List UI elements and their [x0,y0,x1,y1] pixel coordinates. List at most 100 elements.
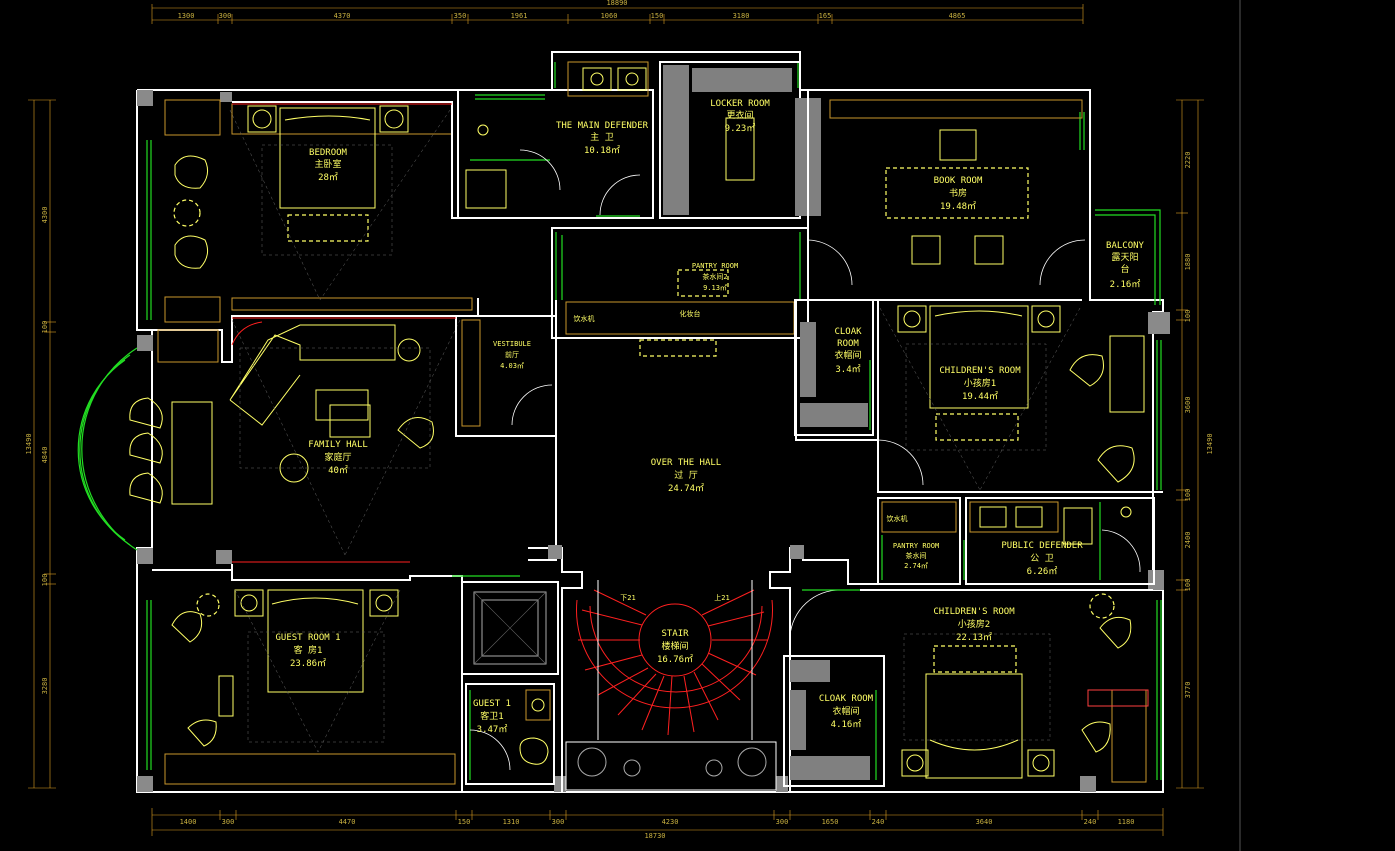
main-defender-area: 10.18㎡ [584,145,620,156]
public-name-en: PUBLIC DEFENDER [1001,541,1083,551]
left-dimension-line: 4300 100 4840 100 3280 13490 [25,99,56,789]
childrens-room-1-area: CHILDREN'S ROOM 小孩房1 19.44㎡ [877,300,1163,493]
guest-room-area: GUEST ROOM 1 客 房1 23.86㎡ [152,569,463,792]
balcony-area: 2.16㎡ [1110,279,1141,290]
bottom-dim-9: 1650 [822,818,839,826]
pantry1-vanity-label: 化妆台 [680,309,701,318]
guest-room-name-en: GUEST ROOM 1 [275,633,340,643]
family-area: 40㎡ [328,465,348,476]
right-dim-2: 1880 [1184,254,1192,271]
pantry2-water-dispenser-label: 饮水机 [887,514,908,523]
cloak-room-1-area: CLOAK ROOM 衣帽间 3.4㎡ [794,299,874,436]
public-bathroom-area: PUBLIC DEFENDER 公 卫 6.26㎡ [963,497,1155,585]
locker-room-area: LOCKER ROOM 更衣间 9.23㎡ [659,61,821,219]
top-dim-3: 4370 [334,12,351,20]
children2-name-en: CHILDREN'S ROOM [933,607,1015,617]
balcony-area: BALCONY 露天阳 台 2.16㎡ [1106,241,1145,290]
children2-name-cn: 小孩房2 [958,618,990,630]
top-dim-7: 150 [651,12,664,20]
children2-area: 22.13㎡ [956,632,992,643]
family-name-cn: 家庭厅 [324,451,351,463]
book-room-area: BOOK ROOM 书房 19.48㎡ [807,99,1086,286]
book-name-cn: 书房 [949,187,967,199]
cloak2-area: 4.16㎡ [831,719,862,730]
cloak1-name-cn: 衣帽间 [834,349,861,361]
locker-area: 9.23㎡ [725,123,756,134]
bottom-dim-6: 300 [552,818,565,826]
vestibule-area: VESTIBULE 前厅 4.03㎡ [455,315,557,437]
right-dimension-line: 2220 1880 100 3600 100 2400 100 3770 134… [1176,99,1214,789]
stair-down-label: 下21 [620,594,635,602]
bedroom-name-en: BEDROOM [309,148,348,158]
top-dim-6: 1060 [601,12,618,20]
family-hall-area: FAMILY HALL 家庭厅 40㎡ [129,298,479,556]
right-dim-1: 2220 [1184,152,1192,169]
main-bathroom-area: THE MAIN DEFENDER 主 卫 10.18㎡ [457,61,654,219]
cloak2-name-en: CLOAK ROOM [819,694,874,704]
stair-area: 下21 上21 STAIR 楼梯间 16.76㎡ [528,547,802,792]
top-dim-10: 4865 [949,12,966,20]
top-total-dim: 18890 [606,0,627,7]
main-defender-name-en: THE MAIN DEFENDER [556,121,649,131]
cloak2-name-cn: 衣帽间 [832,705,859,717]
pantry2-name-en: PANTRY ROOM [893,542,939,550]
over-the-hall-area: OVER THE HALL 过 厅 24.74㎡ [651,458,721,494]
right-total-dim: 13490 [1206,433,1214,454]
guest-room-area: 23.86㎡ [290,658,326,669]
left-dim-3: 4840 [41,447,49,464]
bedroom-area: BEDROOM 主卧室 28㎡ [164,99,473,323]
cloak1-name-en2: ROOM [837,339,859,349]
top-dim-2: 300 [219,12,232,20]
bottom-dim-5: 1310 [503,818,520,826]
top-dim-1: 1300 [178,12,195,20]
bottom-dim-2: 300 [222,818,235,826]
book-name-en: BOOK ROOM [934,176,983,186]
bedroom-area: 28㎡ [318,172,338,183]
balcony-name-cn2: 台 [1120,263,1129,275]
main-defender-name-cn: 主 卫 [590,131,613,143]
bottom-dimension-line: 1400 300 4470 150 1310 300 4230 300 1650… [151,808,1164,840]
children1-name-cn: 小孩房1 [964,377,996,389]
top-dim-4: 350 [454,12,467,20]
bottom-dim-3: 4470 [339,818,356,826]
hall-area: 24.74㎡ [668,483,704,494]
stair-name-cn: 楼梯间 [661,640,688,652]
cloak1-name-en1: CLOAK [834,327,862,337]
exterior-windows [77,62,1162,780]
stair-name-en: STAIR [661,629,689,639]
bottom-dim-1: 1400 [180,818,197,826]
interior-walls [216,215,878,585]
right-dim-6: 2400 [1184,532,1192,549]
bedroom-name-cn: 主卧室 [314,158,341,170]
bottom-dim-11: 3640 [976,818,993,826]
bottom-dim-10: 240 [872,818,885,826]
pantry1-name-cn: 茶水间2 [702,272,727,281]
hall-name-en: OVER THE HALL [651,458,721,468]
cloak1-area: 3.4㎡ [835,364,860,375]
locker-name-cn: 更衣间 [726,109,753,121]
stair-area: 16.76㎡ [657,654,693,665]
guest-bathroom-area: GUEST 1 客卫1 3.47㎡ [465,683,555,785]
book-area: 19.48㎡ [940,201,976,212]
top-dim-9: 165 [819,12,832,20]
pantry2-area: 2.74㎡ [904,562,928,570]
bottom-total-dim: 18730 [644,832,665,840]
vestibule-area: 4.03㎡ [500,362,524,370]
pantry-room-top-area: PANTRY ROOM 茶水间2 9.13㎡ 饮水机 化妆台 [551,227,809,357]
childrens-room-2-area: CHILDREN'S ROOM 小孩房2 22.13㎡ [860,589,1153,783]
family-name-en: FAMILY HALL [308,440,368,450]
right-dim-3: 100 [1184,310,1192,323]
bottom-dim-8: 300 [776,818,789,826]
public-area: 6.26㎡ [1027,566,1058,577]
left-dim-4: 100 [41,574,49,587]
pantry1-area: 9.13㎡ [703,284,727,292]
pantry-room-small-area: 饮水机 PANTRY ROOM 茶水间 2.74㎡ [877,497,961,585]
children1-name-en: CHILDREN'S ROOM [939,366,1021,376]
right-dim-5: 100 [1184,489,1192,502]
top-dim-8: 3180 [733,12,750,20]
left-dim-5: 3280 [41,678,49,695]
bottom-dim-4: 150 [458,818,471,826]
hall-name-cn: 过 厅 [674,469,697,481]
pantry1-water-dispenser-label: 饮水机 [574,314,595,323]
